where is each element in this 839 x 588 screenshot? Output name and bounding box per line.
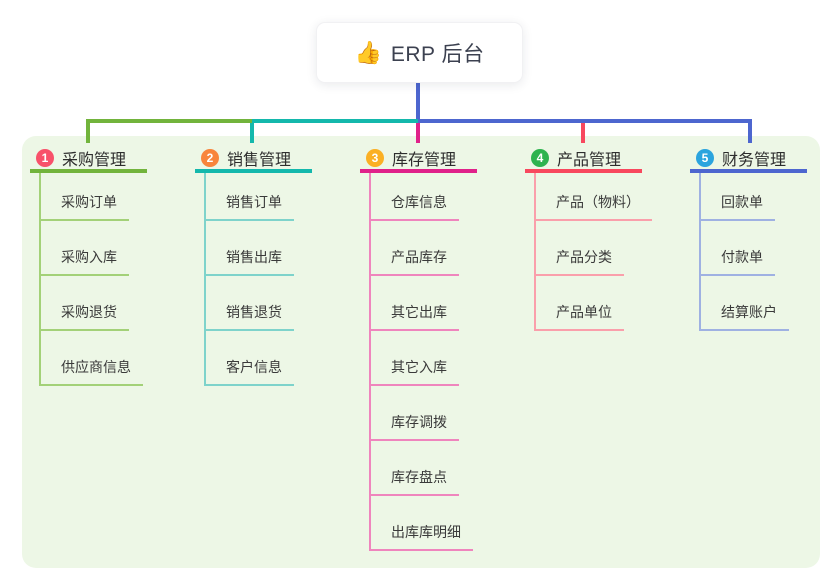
branch-number-badge: 4: [531, 148, 549, 167]
connector-horizontal-right: [418, 119, 752, 123]
connector-drop-inventory: [416, 123, 420, 143]
branch-sales-header[interactable]: 2 销售管理: [195, 148, 312, 173]
branch-sales: 2 销售管理 销售订单 销售出库 销售退货 客户信息: [195, 148, 312, 386]
branch-title: 产品管理: [557, 151, 622, 169]
child-node[interactable]: 采购入库: [41, 221, 129, 276]
child-node[interactable]: 产品库存: [371, 221, 459, 276]
child-node[interactable]: 其它入库: [371, 331, 459, 386]
branch-finance-children: 回款单 付款单 结算账户: [699, 173, 807, 331]
branch-product-children: 产品（物料） 产品分类 产品单位: [534, 173, 652, 331]
child-node[interactable]: 产品单位: [536, 276, 624, 331]
child-node[interactable]: 销售订单: [206, 173, 294, 221]
connector-drop-sales: [250, 123, 254, 143]
branch-finance-header[interactable]: 5 财务管理: [690, 148, 807, 173]
branch-number-badge: 2: [201, 148, 219, 167]
child-node[interactable]: 出库库明细: [371, 496, 473, 551]
branch-product-header[interactable]: 4 产品管理: [525, 148, 642, 173]
branch-purchase: 1 采购管理 采购订单 采购入库 采购退货 供应商信息: [30, 148, 147, 386]
child-node[interactable]: 产品分类: [536, 221, 624, 276]
child-node[interactable]: 库存盘点: [371, 441, 459, 496]
child-node[interactable]: 回款单: [701, 173, 775, 221]
branch-inventory-header[interactable]: 3 库存管理: [360, 148, 477, 173]
branch-purchase-children: 采购订单 采购入库 采购退货 供应商信息: [39, 173, 147, 386]
branch-number-badge: 5: [696, 148, 714, 167]
branch-inventory: 3 库存管理 仓库信息 产品库存 其它出库 其它入库 库存调拨 库存盘点 出库库…: [360, 148, 477, 551]
child-node[interactable]: 供应商信息: [41, 331, 143, 386]
child-node[interactable]: 结算账户: [701, 276, 789, 331]
connector-horizontal-left: [86, 119, 252, 123]
child-node[interactable]: 其它出库: [371, 276, 459, 331]
child-node[interactable]: 客户信息: [206, 331, 294, 386]
root-title: ERP 后台: [390, 42, 485, 66]
child-node[interactable]: 库存调拨: [371, 386, 459, 441]
branch-number-badge: 3: [366, 148, 384, 167]
branch-sales-children: 销售订单 销售出库 销售退货 客户信息: [204, 173, 312, 386]
branch-title: 库存管理: [392, 151, 457, 169]
root-node[interactable]: 👍 ERP 后台: [316, 22, 523, 83]
child-node[interactable]: 付款单: [701, 221, 775, 276]
connector-drop-finance: [748, 123, 752, 143]
child-node[interactable]: 销售出库: [206, 221, 294, 276]
branch-title: 财务管理: [722, 151, 787, 169]
child-node[interactable]: 采购订单: [41, 173, 129, 221]
child-node[interactable]: 仓库信息: [371, 173, 459, 221]
connector-horizontal-mid: [252, 119, 418, 123]
branch-inventory-children: 仓库信息 产品库存 其它出库 其它入库 库存调拨 库存盘点 出库库明细: [369, 173, 477, 551]
connector-drop-product: [581, 123, 585, 143]
connector-drop-purchase: [86, 123, 90, 143]
branches-panel: [22, 136, 820, 568]
root-connector-stem: [416, 83, 420, 121]
child-node[interactable]: 产品（物料）: [536, 173, 652, 221]
branch-product: 4 产品管理 产品（物料） 产品分类 产品单位: [525, 148, 652, 331]
branch-finance: 5 财务管理 回款单 付款单 结算账户: [690, 148, 807, 331]
branch-number-badge: 1: [36, 148, 54, 167]
child-node[interactable]: 销售退货: [206, 276, 294, 331]
branch-purchase-header[interactable]: 1 采购管理: [30, 148, 147, 173]
child-node[interactable]: 采购退货: [41, 276, 129, 331]
thumbs-up-icon: 👍: [354, 39, 382, 65]
branch-title: 采购管理: [62, 151, 127, 169]
branch-title: 销售管理: [227, 151, 292, 169]
